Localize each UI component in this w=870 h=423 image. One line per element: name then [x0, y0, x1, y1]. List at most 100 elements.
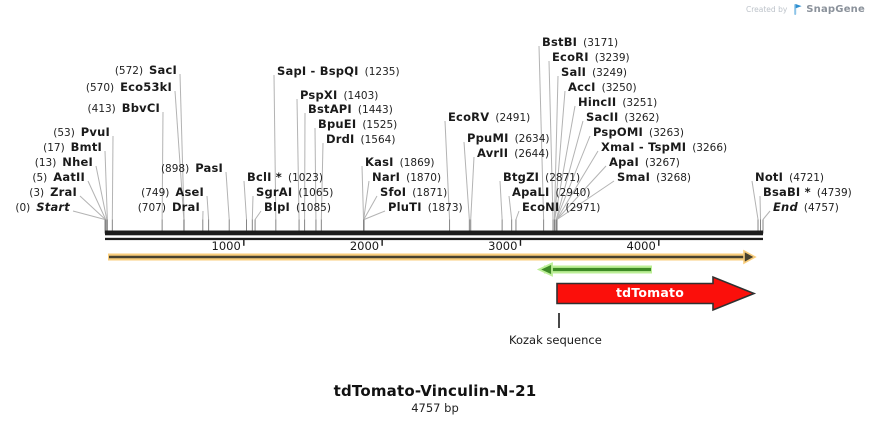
leader-line: [161, 111, 164, 220]
enzyme-position: (1564): [360, 134, 396, 146]
site-label-apali[interactable]: ApaLI (2940): [512, 184, 590, 200]
site-label-drai[interactable]: (707) DraI: [138, 199, 200, 215]
sequence-bar: [105, 230, 763, 236]
enzyme-name: ApaLI: [512, 185, 550, 199]
site-label-smai[interactable]: SmaI(3268): [617, 169, 691, 185]
enzyme-name: SapI - BspQI: [277, 64, 359, 78]
enzyme-name: DraI: [171, 200, 200, 214]
site-label-sfoi[interactable]: SfoI (1871): [380, 184, 447, 200]
enzyme-name: SalI: [561, 65, 587, 79]
leader-line: [554, 90, 566, 220]
enzyme-position: (2634): [514, 133, 550, 145]
reverse-feature-arrow[interactable]: [536, 262, 652, 277]
enzyme-position: (13): [34, 157, 57, 169]
site-label-econi[interactable]: EcoNI(2971): [522, 199, 600, 215]
leader-line: [243, 180, 248, 220]
site-label-acci[interactable]: AccI(3250): [568, 79, 637, 95]
site-label-xmaitspmi[interactable]: XmaI - TspMI(3266): [601, 139, 727, 155]
enzyme-position: (1871): [412, 187, 448, 199]
leader-line: [87, 180, 107, 220]
site-label-btgzi[interactable]: BtgZI (2871): [503, 169, 580, 185]
enzyme-position: (898): [160, 163, 190, 175]
site-label-kasi[interactable]: KasI(1869): [365, 154, 435, 170]
enzyme-name: BtgZI: [503, 170, 540, 184]
enzyme-position: (2940): [555, 187, 591, 199]
enzyme-position: (707): [137, 202, 166, 214]
leader-line: [555, 120, 584, 220]
site-label-noti[interactable]: NotI(4721): [755, 169, 824, 185]
leader-line: [553, 75, 559, 220]
site-label-ecorv[interactable]: EcoRV(2491): [448, 109, 530, 125]
construct-length: 4757 bp: [411, 401, 459, 415]
site-label-bcli[interactable]: BclI *(1023): [247, 169, 323, 185]
site-label-bstapi[interactable]: BstAPI(1443): [308, 101, 393, 117]
site-label-drdi[interactable]: DrdI(1564): [326, 131, 395, 147]
leader-line: [79, 195, 106, 220]
enzyme-position: (3268): [656, 172, 692, 184]
enzyme-position: (53): [53, 127, 75, 139]
site-label-bmti[interactable]: (17)BmtI: [43, 139, 102, 155]
leader-line: [751, 180, 759, 220]
site-label-end[interactable]: End(4757): [773, 199, 839, 215]
enzyme-name: EcoRI: [552, 50, 589, 64]
site-label-aatii[interactable]: (5)AatII: [32, 169, 85, 185]
enzyme-position: (2491): [495, 112, 531, 124]
site-label-nari[interactable]: NarI(1870): [372, 169, 441, 185]
site-label-bstbi[interactable]: BstBI(3171): [542, 34, 618, 50]
site-label-ppumi[interactable]: PpuMI(2634): [467, 130, 550, 146]
site-label-blpi[interactable]: BlpI(1085): [264, 199, 331, 215]
leader-line: [361, 165, 365, 220]
whole-sequence-arrow[interactable]: [108, 249, 757, 265]
site-label-bsabi[interactable]: BsaBI *(4739): [763, 184, 852, 200]
leader-line: [444, 120, 451, 220]
site-label-hincii[interactable]: HincII(3251): [578, 94, 657, 110]
site-label-pvui[interactable]: (53)PvuI: [53, 124, 110, 140]
site-label-start[interactable]: (0)Start: [15, 199, 70, 215]
leader-line: [314, 127, 317, 220]
enzyme-name: KasI: [365, 155, 394, 169]
site-label-sali[interactable]: SalI(3249): [561, 64, 627, 80]
watermark: Created by SnapGene: [746, 3, 865, 16]
enzyme-position: (17): [43, 142, 65, 154]
leader-line: [555, 135, 591, 220]
site-label-pspomi[interactable]: PspOMI(3263): [593, 124, 684, 140]
enzyme-name: PspXI: [300, 88, 338, 102]
enzyme-position: (3262): [624, 112, 660, 124]
site-label-avrii[interactable]: AvrII(2644): [477, 145, 549, 161]
enzyme-name: SacI: [149, 63, 177, 77]
leader-line: [72, 210, 106, 220]
enzyme-name: SfoI: [380, 185, 407, 199]
enzyme-position: (5): [32, 172, 48, 184]
enzyme-position: (2644): [514, 148, 550, 160]
enzyme-position: (2871): [545, 172, 581, 184]
site-label-pluti[interactable]: PluTI(1873): [388, 199, 463, 215]
site-label-asei[interactable]: (749)AseI: [141, 184, 204, 200]
ruler-tick-label: 3000: [488, 239, 517, 253]
site-label-pspxi[interactable]: PspXI(1403): [300, 87, 378, 103]
site-label-pasi[interactable]: (898)PasI: [161, 160, 223, 176]
ruler-tick-label: 4000: [627, 239, 656, 253]
enzyme-name: NotI: [755, 170, 784, 184]
site-label-bbvci[interactable]: (413)BbvCI: [88, 100, 160, 116]
site-label-sacii[interactable]: SacII(3262): [586, 109, 659, 125]
enzyme-position: (1235): [364, 66, 400, 78]
enzyme-name: Start: [36, 200, 70, 214]
leader-line: [556, 180, 615, 220]
site-label-saci[interactable]: (572)SacI: [115, 62, 177, 78]
site-label-bpuei[interactable]: BpuEI(1525): [318, 116, 397, 132]
leader-line: [179, 73, 185, 220]
site-label-sapibspqi[interactable]: SapI - BspQI (1235): [277, 63, 400, 79]
tdtomato-feature-arrow[interactable]: [556, 275, 757, 312]
site-label-ecori[interactable]: EcoRI(3239): [552, 49, 630, 65]
leader-line: [548, 60, 554, 220]
leader-line: [174, 90, 185, 220]
site-label-apai[interactable]: ApaI(3267): [609, 154, 680, 170]
site-label-zrai[interactable]: (3)ZraI: [29, 184, 77, 200]
site-label-sgrai[interactable]: SgrAI(1065): [256, 184, 333, 200]
site-label-nhei[interactable]: (13)NheI: [35, 154, 93, 170]
leader-line: [254, 210, 262, 220]
site-label-eco53ki[interactable]: (570)Eco53kI: [86, 79, 172, 95]
leader-line: [320, 142, 324, 220]
enzyme-name: XmaI - TspMI: [601, 140, 687, 154]
